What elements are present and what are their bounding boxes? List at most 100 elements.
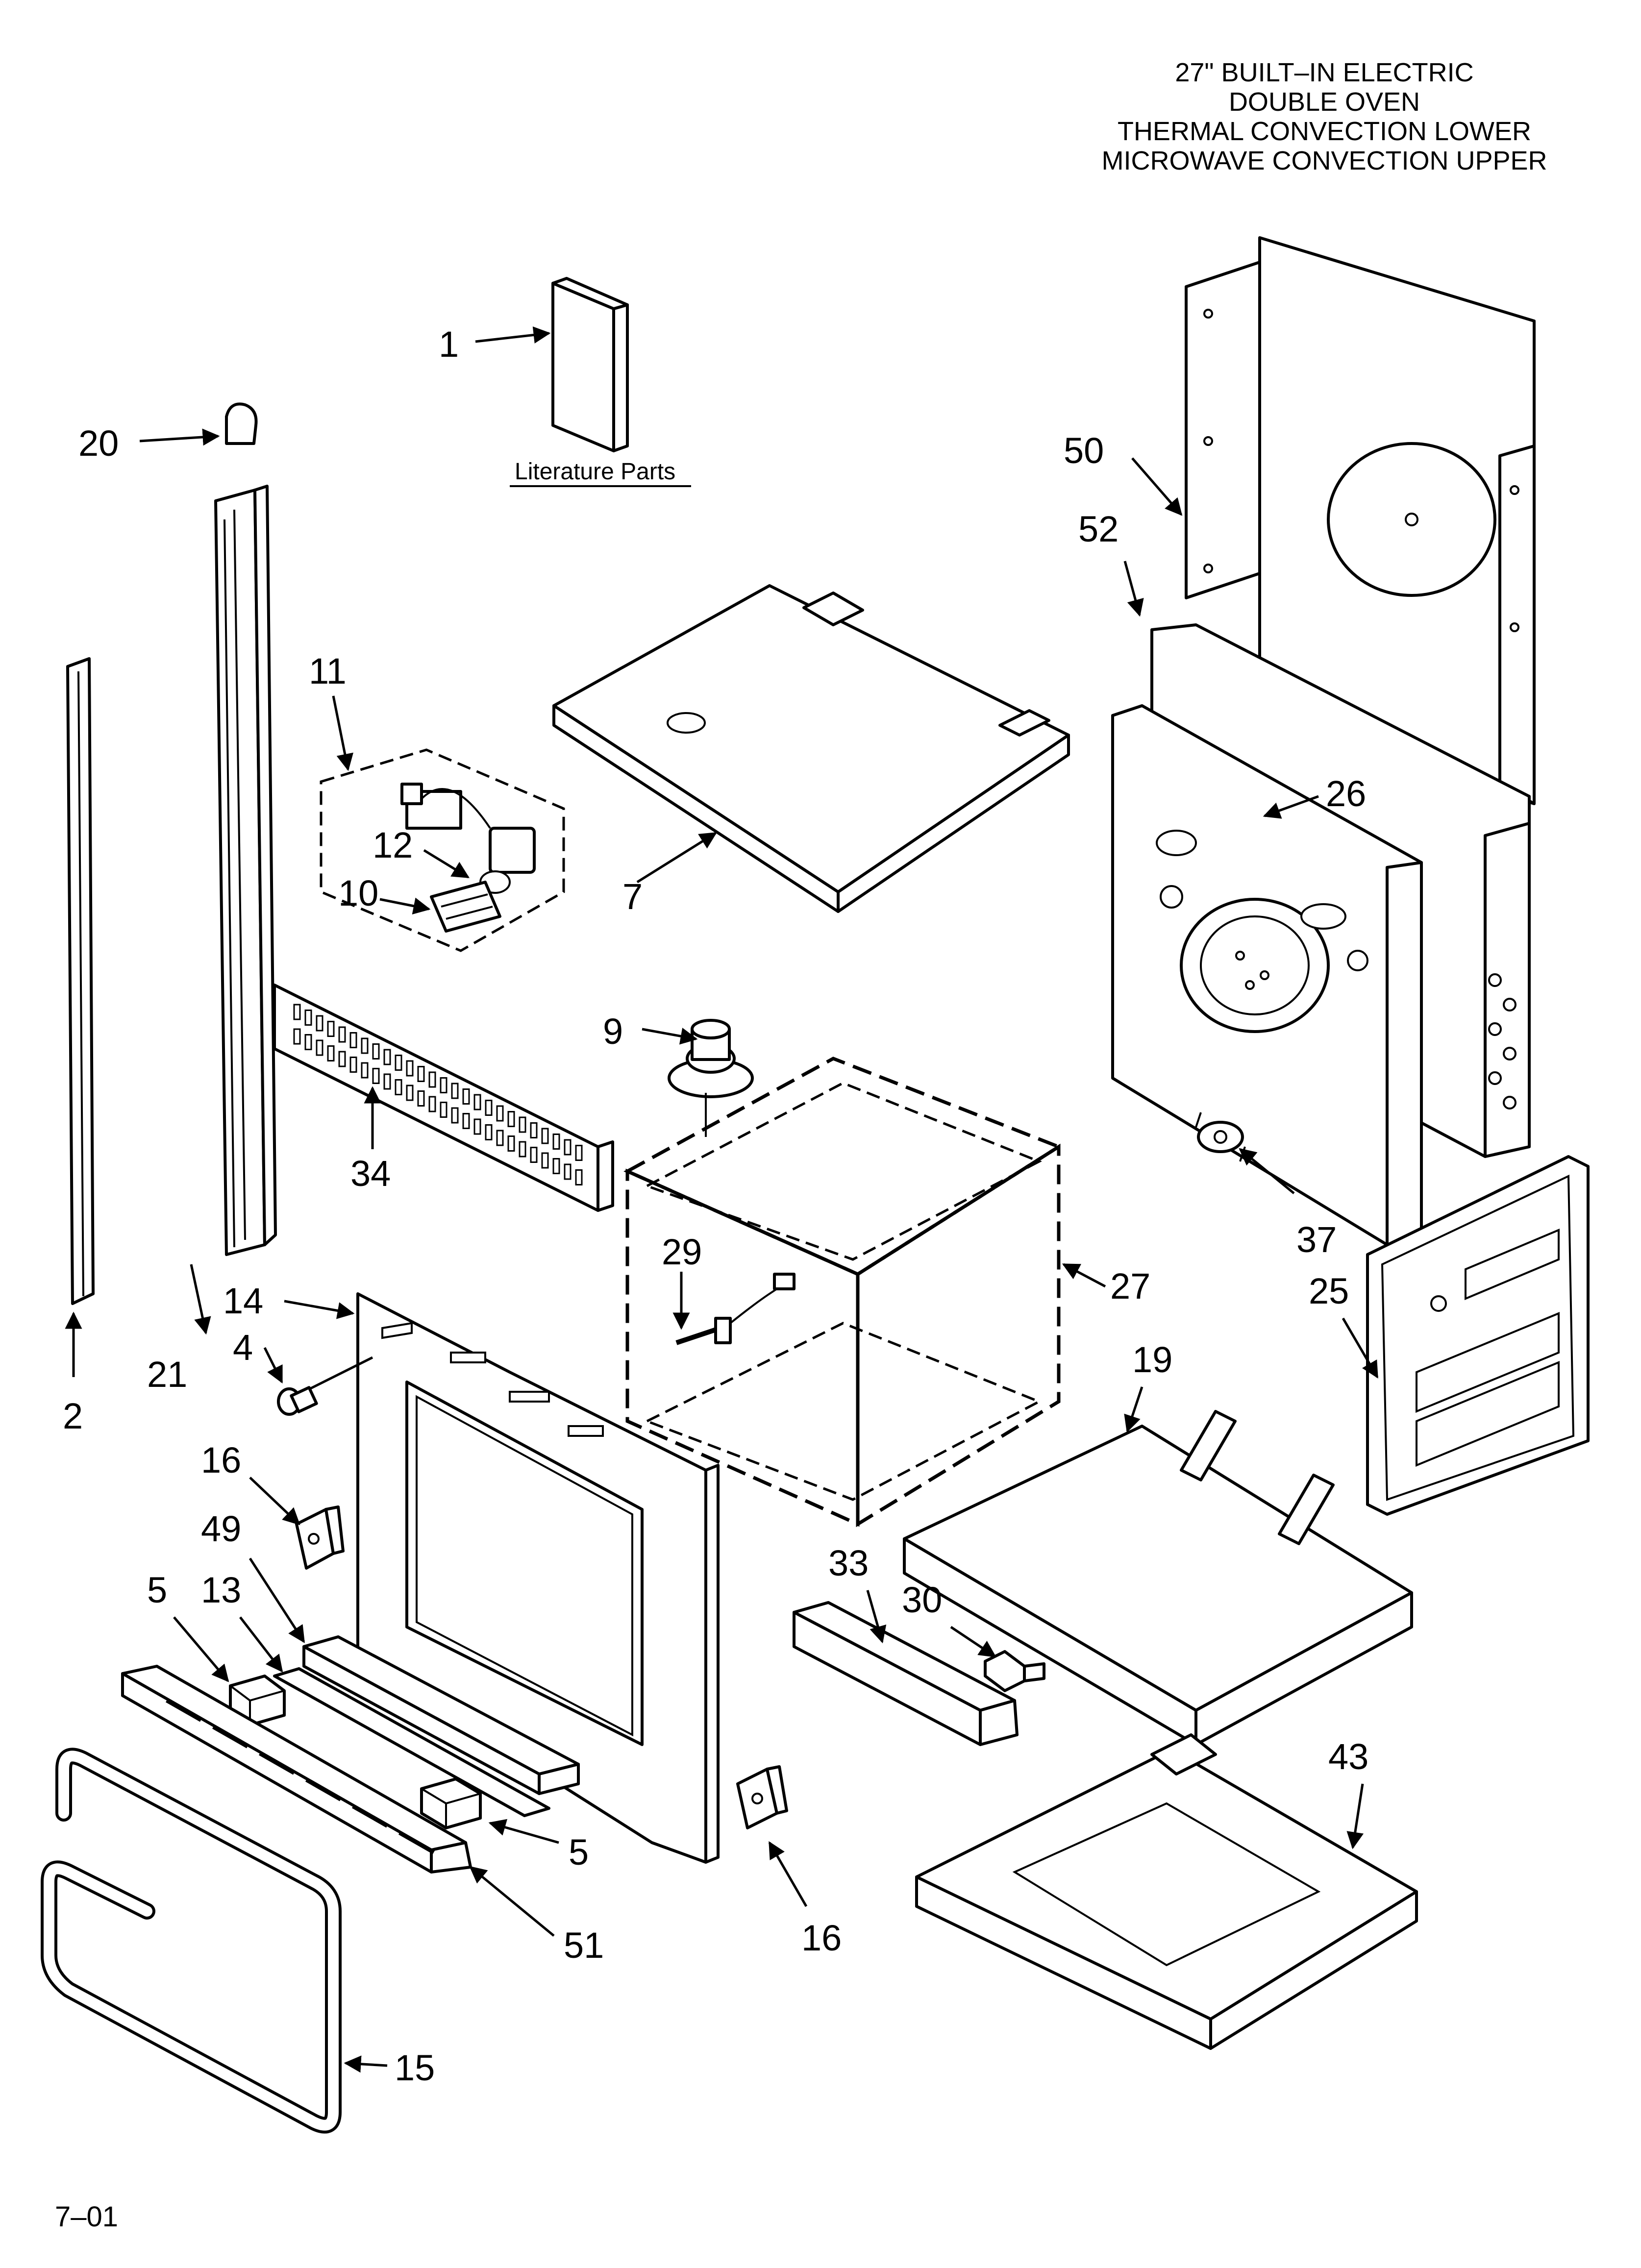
part-14-front-frame [356,1292,720,1864]
part-34-vent-grille [273,984,614,1212]
grille-slot [338,1026,346,1043]
trim-slot [166,1699,202,1722]
title-line-4: MICROWAVE CONVECTION UPPER [1101,146,1547,175]
part-30-clip [984,1650,1045,1692]
callout-10: 10 [338,873,378,913]
part-21-side-trim [214,485,277,1256]
trim-slot [305,1778,342,1801]
grille-slot [293,1028,301,1045]
grille-slot [395,1055,402,1071]
grille-slot [451,1083,459,1099]
grille-slot [575,1145,583,1161]
callout-2: 2 [63,1396,83,1436]
callout-5-right: 5 [569,1832,589,1873]
callout-37: 37 [1296,1219,1337,1260]
callout-11: 11 [309,651,347,691]
page-code: 7–01 [55,2201,119,2233]
part-5-spacer-right [420,1777,482,1829]
part-11-light-assembly [320,748,565,952]
grille-slot [552,1134,560,1150]
grille-slot [372,1068,380,1084]
part-16-bracket-upper [295,1505,345,1570]
trim-slot [212,1725,249,1749]
part-20-end-cap [225,402,258,445]
grille-slot [451,1107,459,1124]
grille-slot [428,1096,436,1112]
trim-slot [259,1751,295,1775]
callout-15: 15 [395,2047,435,2088]
grille-slot [564,1163,572,1180]
grille-slot [485,1124,493,1140]
grille-slot [327,1045,335,1061]
grille-slot [406,1085,414,1101]
part-4-screw [277,1356,373,1416]
part-37-thermostat [1195,1112,1246,1162]
callout-4: 4 [233,1327,253,1368]
grille-slot [428,1071,436,1088]
part-15-gasket [41,1748,342,2134]
grille-slot [530,1122,538,1138]
callout-16-upper: 16 [201,1440,241,1480]
grille-slot [383,1073,391,1090]
grille-slot [485,1100,493,1116]
diagram-title: 27" BUILT–IN ELECTRIC DOUBLE OVEN THERMA… [1055,58,1594,175]
grille-slot [575,1169,583,1185]
callout-27: 27 [1110,1266,1150,1307]
grille-slot [507,1135,515,1152]
grille-slot [473,1118,481,1135]
callout-13: 13 [201,1570,241,1610]
grille-slot [541,1152,549,1169]
callout-9: 9 [603,1011,623,1052]
part-16-bracket-lower [736,1765,788,1829]
callout-5-left: 5 [147,1570,167,1610]
grille-slot [473,1094,481,1110]
callout-43: 43 [1328,1736,1368,1777]
grille-slot [462,1088,470,1105]
callout-29: 29 [662,1232,702,1272]
callout-33: 33 [828,1543,869,1583]
callout-19: 19 [1132,1339,1172,1380]
grille-slot [316,1039,323,1056]
title-line-3: THERMAL CONVECTION LOWER [1117,117,1532,146]
grille-slot [395,1079,402,1095]
grille-slot [417,1066,425,1082]
callout-26: 26 [1326,773,1366,814]
part-50-back-panel [1185,236,1536,805]
part-13-strip [273,1667,550,1817]
callout-34: 34 [350,1153,391,1194]
callout-51: 51 [564,1925,604,1966]
grille-slot [327,1021,335,1037]
callout-25: 25 [1309,1271,1349,1311]
grille-slot [552,1158,560,1174]
trim-slot [398,1831,435,1854]
part-2-trim-strip [66,657,95,1305]
grille-slot [304,1010,312,1026]
leader-lines [65,326,1379,2073]
callout-12: 12 [373,825,413,865]
callout-52: 52 [1078,509,1119,549]
part-43-bottom-tray [915,1733,1418,2050]
grille-slot [383,1049,391,1065]
callout-14: 14 [223,1281,263,1321]
callout-49: 49 [201,1508,241,1549]
callout-30: 30 [902,1579,942,1620]
part-9-thermal-cutoff [668,1019,754,1137]
callout-1: 1 [439,324,459,365]
grille-slot [304,1034,312,1050]
callout-labels: 1 20 50 52 26 11 12 10 7 9 34 29 27 37 2… [63,324,1368,2088]
grille-slot [338,1051,346,1067]
grille-slot [316,1015,323,1032]
grille-slot [530,1147,538,1163]
callout-21: 21 [147,1354,187,1395]
trim-slot [352,1804,388,1828]
callout-20: 20 [78,423,119,464]
grille-slot [293,1004,301,1020]
part-27-oven-cavity [623,1057,1063,1528]
literature-parts-label: Literature Parts [515,459,675,485]
grille-slot [372,1043,380,1060]
grille-slot [361,1062,369,1079]
part-19-bottom-shield [903,1410,1413,1746]
grille-slot [541,1128,549,1144]
